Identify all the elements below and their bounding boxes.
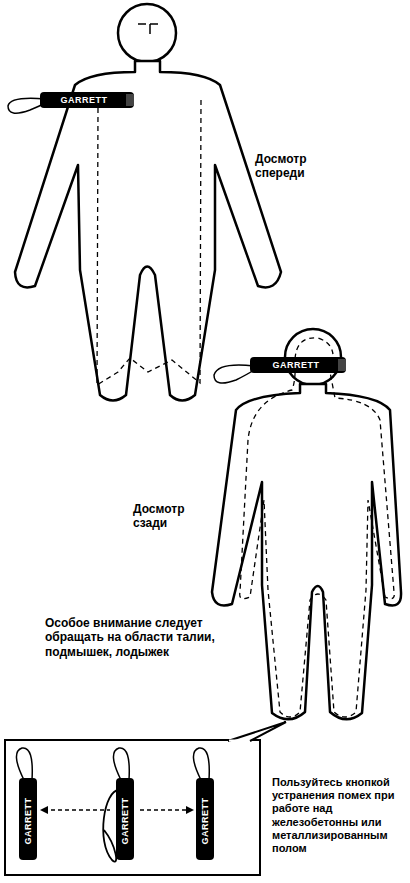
back-body: [212, 384, 401, 719]
brand-label: GARRETT: [201, 798, 210, 845]
brand-label: GARRETT: [121, 798, 130, 845]
inset-box: [5, 722, 286, 875]
sweep-arrowheads: [40, 806, 194, 814]
back-scan-path: [240, 338, 395, 717]
brand-label: GARRETT: [273, 361, 320, 370]
inset-detectors: [16, 748, 209, 862]
brand-label: GARRETT: [24, 798, 33, 845]
front-detector: [8, 92, 134, 113]
instruction-note: Пользуйтесь кнопкой устранения помех при…: [272, 776, 406, 855]
front-head: [118, 4, 176, 62]
back-detector: [214, 357, 346, 383]
inset-detector-body: [19, 778, 37, 860]
attention-note: Особое внимание следует обращать на обла…: [45, 616, 240, 659]
view-caption: Досмотр сзади: [133, 502, 211, 531]
face-mark: [138, 24, 158, 34]
inset-detector-body: [196, 778, 214, 860]
brand-label: GARRETT: [61, 96, 108, 105]
inset-detector-body: [116, 778, 134, 860]
sweep-arrows: [44, 809, 190, 810]
front-scan-path: [97, 100, 201, 385]
front-body: [15, 61, 281, 401]
view-caption: Досмотр спереди: [255, 152, 333, 181]
